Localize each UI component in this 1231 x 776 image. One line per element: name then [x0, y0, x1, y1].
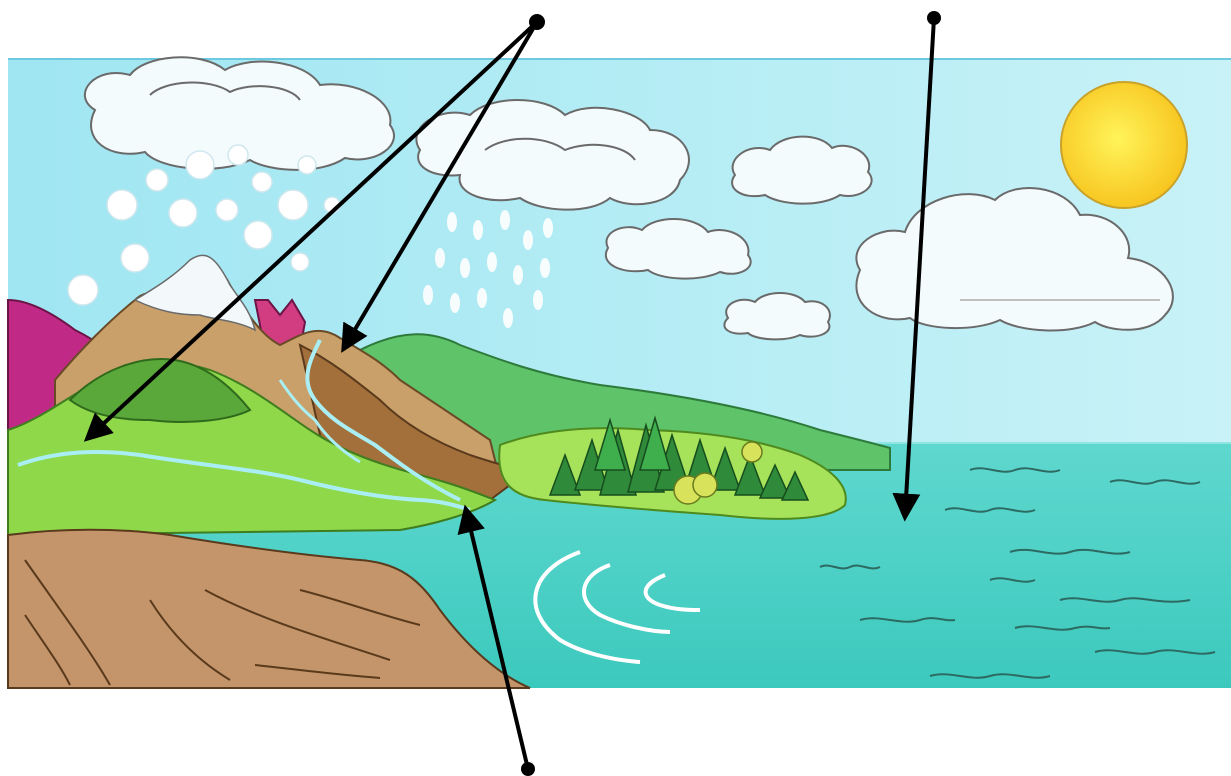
sun	[1061, 82, 1187, 208]
scene	[8, 57, 1231, 688]
